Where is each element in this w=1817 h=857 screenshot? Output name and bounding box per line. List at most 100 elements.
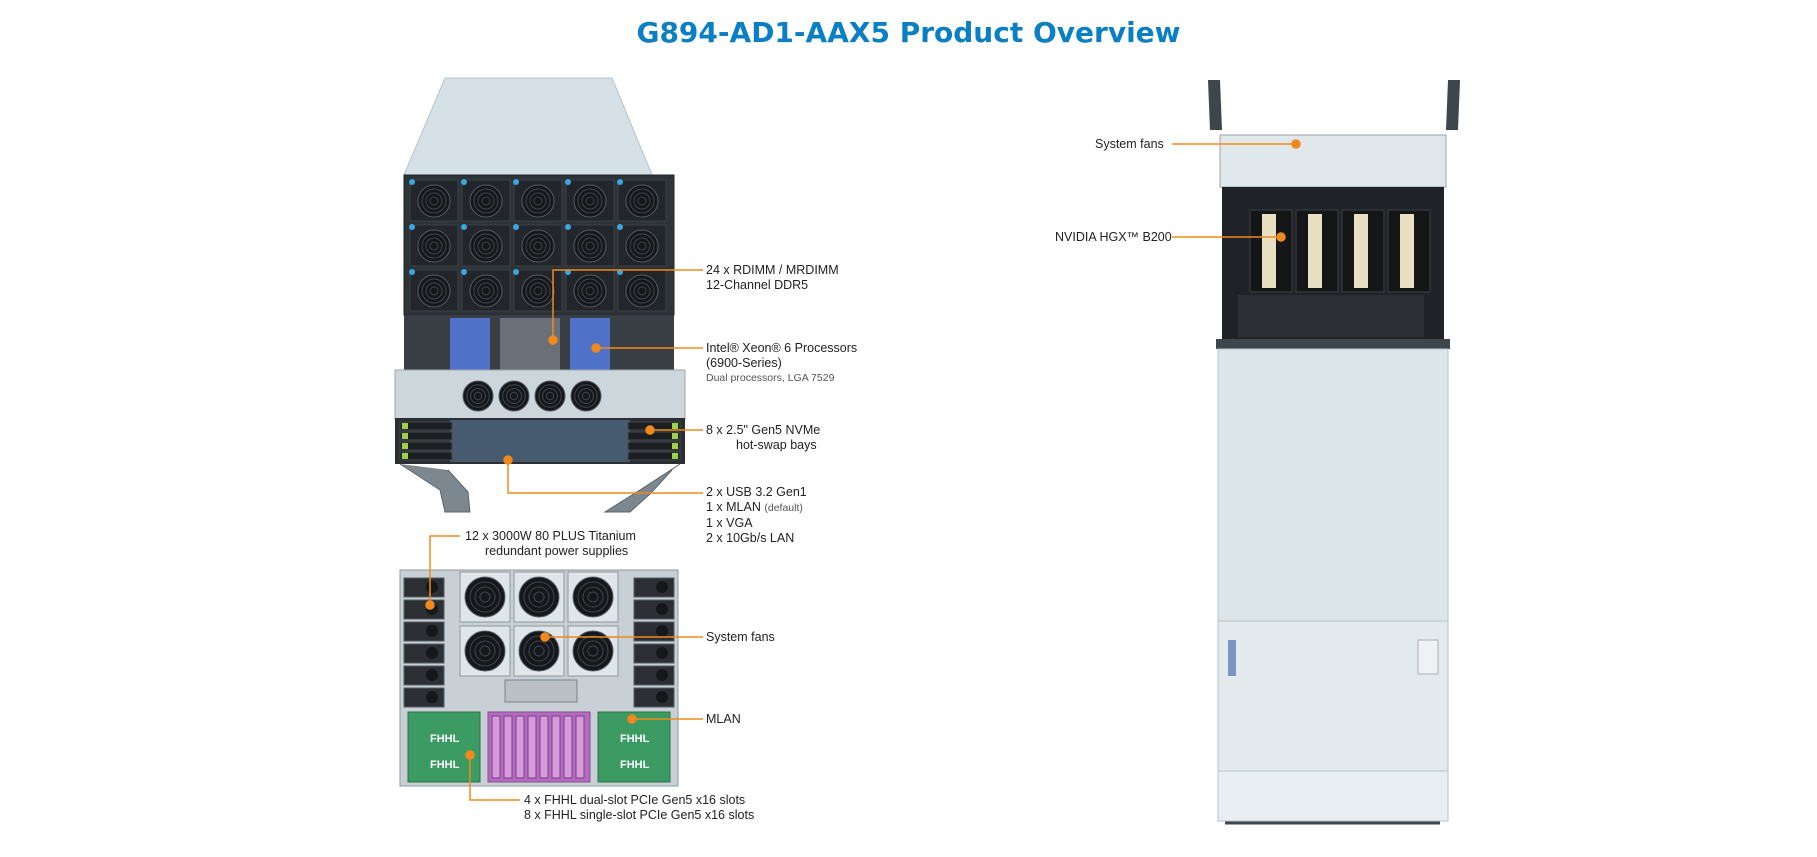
fan-ring	[479, 591, 491, 603]
fan-ring	[637, 196, 647, 206]
fan-ring	[585, 196, 595, 206]
psu-bay	[633, 665, 675, 686]
fan	[534, 380, 566, 412]
fan-ring	[637, 241, 647, 251]
fan	[573, 184, 607, 218]
slots-line2: 8 x FHHL single-slot PCIe Gen5 x16 slots	[524, 808, 755, 822]
io-line2: 1 x MLAN	[706, 500, 761, 514]
slot-card	[539, 715, 549, 779]
io-line2-wrap: 1 x MLAN (default)	[706, 500, 807, 516]
fan-ring	[529, 282, 547, 300]
fan-ring	[474, 640, 496, 662]
fan-ring	[529, 237, 547, 255]
gpu-modules	[1249, 209, 1431, 293]
fan-ring	[582, 586, 604, 608]
fan-latch	[461, 269, 467, 275]
psu-fan	[656, 581, 668, 593]
fan-ring	[469, 581, 501, 613]
cpu-callout: Intel® Xeon® 6 Processors (6900-Series) …	[706, 341, 857, 386]
fan-latch	[617, 179, 623, 185]
fhhl-label-right-top: FHHL	[620, 733, 650, 745]
fan-ring	[481, 241, 491, 251]
fan-latch	[617, 224, 623, 230]
io-callout: 2 x USB 3.2 Gen1 1 x MLAN (default) 1 x …	[706, 485, 807, 546]
fan-ring	[523, 581, 555, 613]
fan-ring	[577, 581, 609, 613]
cpu-line2: (6900-Series)	[706, 356, 782, 370]
nvme-led	[672, 433, 678, 439]
nvme-bay	[399, 421, 453, 431]
fan-latch	[565, 224, 571, 230]
nvme-led	[672, 423, 678, 429]
gpu-heatsink	[1354, 214, 1368, 288]
gpu-heatsink	[1400, 214, 1414, 288]
slot-card	[575, 715, 585, 779]
nvme-bay	[627, 441, 681, 451]
fan-ring	[581, 192, 599, 210]
fan-ring	[533, 591, 545, 603]
fan-ring	[477, 192, 495, 210]
psu-fan	[656, 603, 668, 615]
psu-fan	[656, 625, 668, 637]
psu-bay	[633, 687, 675, 708]
fan-ring	[421, 188, 447, 214]
fan	[464, 576, 506, 618]
fan-ring	[577, 635, 609, 667]
io-line4: 2 x 10Gb/s LAN	[706, 531, 795, 545]
psu-bay	[403, 643, 445, 664]
psu-column-right	[633, 577, 675, 708]
fan	[462, 380, 494, 412]
slots-callout: 4 x FHHL dual-slot PCIe Gen5 x16 slots 8…	[524, 793, 754, 823]
fan-ring	[506, 388, 522, 404]
fan-ring	[425, 282, 443, 300]
fan	[417, 184, 451, 218]
fan-ring	[585, 286, 595, 296]
fan	[498, 380, 530, 412]
fan-ring	[533, 286, 543, 296]
fan	[417, 274, 451, 308]
cpu-line1: Intel® Xeon® 6 Processors	[706, 341, 858, 355]
fan-ring	[574, 384, 598, 408]
fan-ring	[509, 391, 519, 401]
fhhl-label-right-bottom: FHHL	[620, 759, 650, 771]
io-line3: 1 x VGA	[706, 516, 753, 530]
nvme-line1: 8 x 2.5" Gen5 NVMe	[706, 423, 821, 437]
fan-ring	[637, 286, 647, 296]
fan	[469, 274, 503, 308]
fan	[625, 184, 659, 218]
page-title: G894-AD1-AAX5 Product Overview	[636, 16, 1181, 49]
nvme-bay	[399, 441, 453, 451]
fan-latch	[513, 269, 519, 275]
fan-ring	[582, 640, 604, 662]
fan	[417, 229, 451, 263]
fan-ring	[533, 645, 545, 657]
gpu-heatsink	[1262, 214, 1276, 288]
fan-latch	[409, 269, 415, 275]
nvme-led	[402, 433, 408, 439]
fan	[573, 229, 607, 263]
fan-ring	[542, 388, 558, 404]
fan-ring	[577, 188, 603, 214]
psu-callout: 12 x 3000W 80 PLUS Titanium redundant po…	[465, 529, 636, 559]
fan-ring	[581, 237, 599, 255]
fhhl-label-left-top: FHHL	[430, 733, 460, 745]
fan-ring	[425, 237, 443, 255]
fan-ring	[578, 388, 594, 404]
nvme-bay	[399, 451, 453, 461]
fan-ring	[425, 192, 443, 210]
memory-line2: 12-Channel DDR5	[706, 278, 809, 292]
fan	[518, 630, 560, 672]
fan-ring	[633, 282, 651, 300]
rear-view-illustration	[399, 569, 679, 787]
nvme-bays-left	[399, 421, 453, 461]
fan-latch	[565, 179, 571, 185]
top-fans-callout: System fans	[1095, 137, 1164, 151]
psu-fan	[656, 647, 668, 659]
slot-card	[515, 715, 525, 779]
callout-lines	[425, 139, 1301, 801]
slot-card	[503, 715, 513, 779]
fan-ring	[528, 586, 550, 608]
fan-ring	[421, 233, 447, 259]
fan-ring	[577, 278, 603, 304]
